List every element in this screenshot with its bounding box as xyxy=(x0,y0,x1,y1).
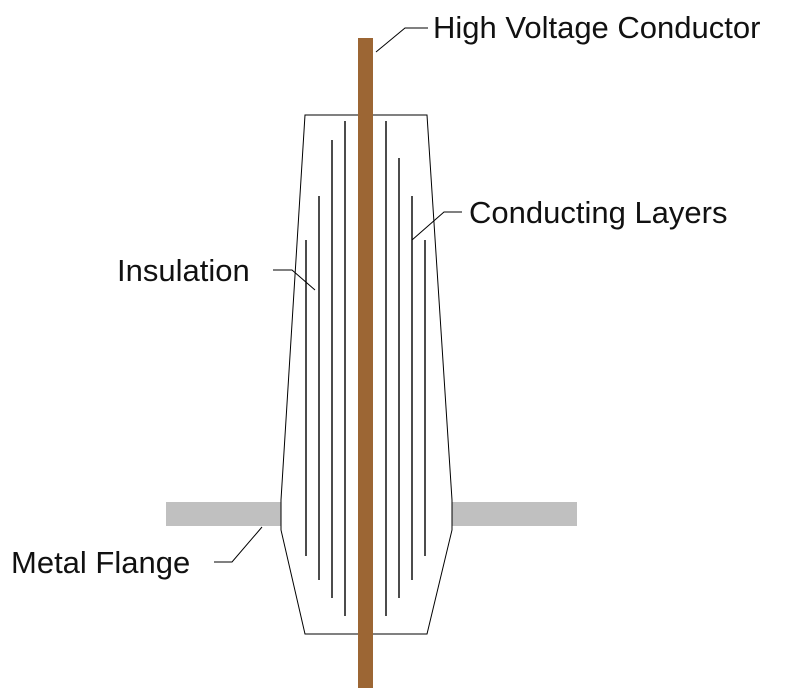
conducting-layers-left xyxy=(305,121,346,616)
conducting-layers-right xyxy=(385,121,426,616)
metal-flange-left xyxy=(166,502,282,526)
leader-flange xyxy=(214,526,263,563)
metal-flange-right xyxy=(451,502,577,526)
label-high-voltage-conductor: High Voltage Conductor xyxy=(433,10,760,45)
leader-conducting-layers xyxy=(411,211,462,241)
label-conducting-layers: Conducting Layers xyxy=(469,195,728,230)
label-metal-flange: Metal Flange xyxy=(11,545,190,580)
high-voltage-conductor xyxy=(358,38,373,688)
leader-insulation xyxy=(273,269,316,291)
leader-conductor xyxy=(375,27,428,53)
label-insulation: Insulation xyxy=(117,253,250,288)
